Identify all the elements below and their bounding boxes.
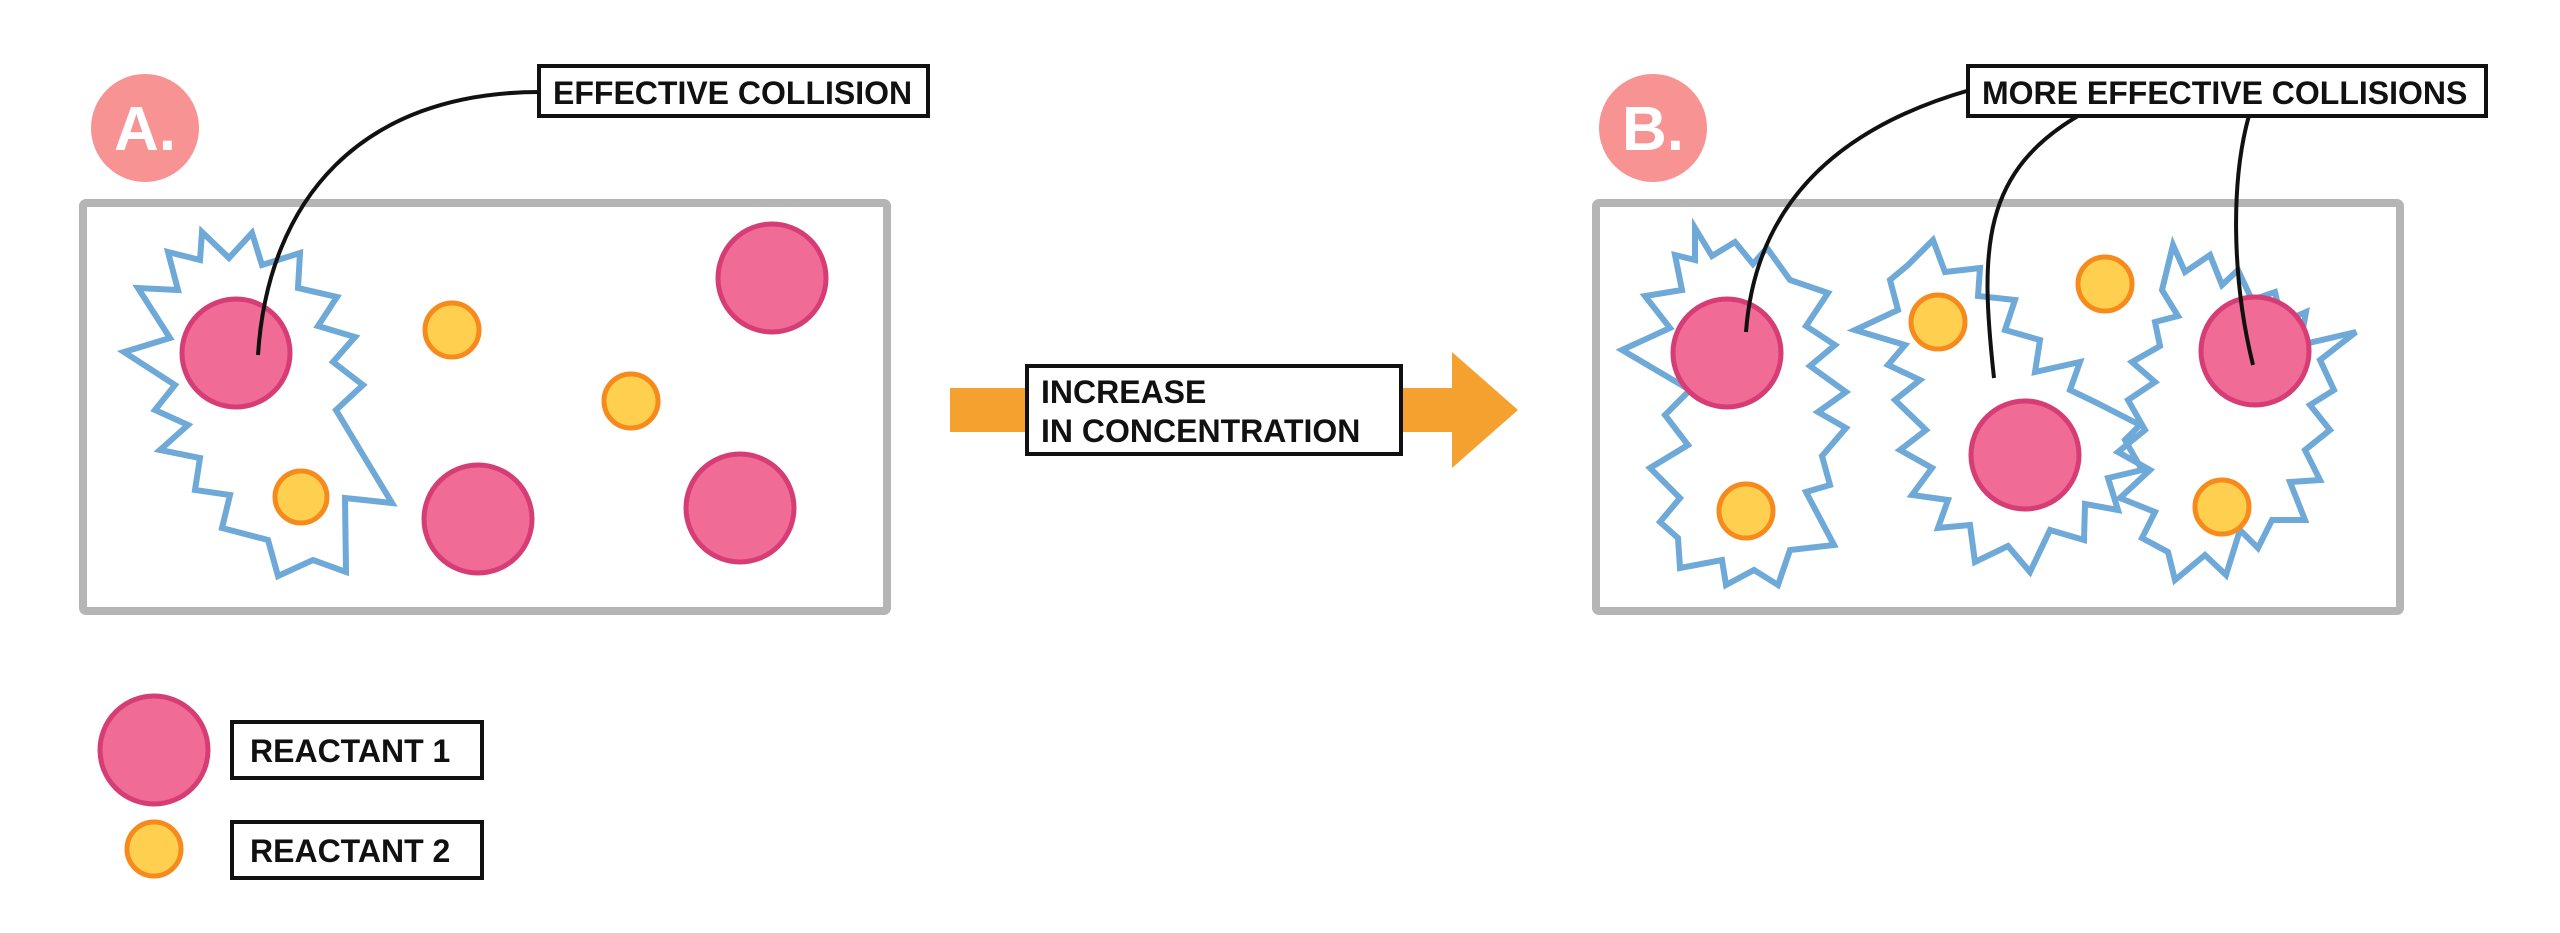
collision-burst <box>116 225 398 581</box>
callout-line-b1 <box>1744 88 1971 333</box>
reactant-2-particle <box>1908 292 1968 352</box>
badge-circle-b <box>1599 74 1707 182</box>
arrow-label-line1: INCREASE <box>1041 374 1206 410</box>
panel-a-container <box>79 199 891 615</box>
reactant-2-particle <box>422 300 482 360</box>
callout-box-a <box>537 64 930 118</box>
panel-a: A. EFFECTIVE COLLISION <box>79 64 930 615</box>
reactant-1-particle <box>2198 294 2312 408</box>
callout-line-b2 <box>1985 110 2086 379</box>
reactant-2-particle <box>2075 254 2135 314</box>
legend-label-reactant-2: REACTANT 2 <box>250 833 450 869</box>
panel-a-badge: A. <box>91 74 199 182</box>
legend-swatch-reactant-1 <box>97 693 211 807</box>
callout-line-a <box>256 90 541 356</box>
reactant-1-particle <box>1968 398 2082 512</box>
badge-circle-a <box>91 74 199 182</box>
collision-burst <box>1615 217 1852 590</box>
legend-item-reactant-1: REACTANT 1 <box>97 693 484 807</box>
callout-box-b <box>1966 64 2488 118</box>
legend-label-reactant-1: REACTANT 1 <box>250 733 450 769</box>
reactant-2-particle <box>1716 481 1776 541</box>
reactant-1-particle <box>421 462 535 576</box>
legend: REACTANT 1 REACTANT 2 <box>97 693 484 880</box>
legend-item-reactant-2: REACTANT 2 <box>124 819 484 880</box>
panel-a-letter: A. <box>114 95 176 164</box>
reactant-1-particle <box>179 296 293 410</box>
arrow-label-box <box>1025 364 1403 456</box>
reactant-1-particle <box>715 221 829 335</box>
callout-text-a: EFFECTIVE COLLISION <box>553 75 912 111</box>
callout-text-b: MORE EFFECTIVE COLLISIONS <box>1982 75 2467 111</box>
panel-b-letter: B. <box>1622 95 1684 164</box>
reactant-2-particle <box>2192 477 2252 537</box>
panel-b: B. MORE EFFECTIVE COLLISIONS <box>1592 64 2488 615</box>
concentration-arrow: INCREASE IN CONCENTRATION <box>950 352 1518 468</box>
reactant-2-particle <box>272 468 330 526</box>
reactant-1-particle <box>683 451 797 565</box>
panel-b-badge: B. <box>1599 74 1707 182</box>
reactant-2-particle <box>601 371 661 431</box>
legend-label-box-2 <box>230 820 484 880</box>
legend-swatch-reactant-2 <box>124 819 184 879</box>
legend-label-box-1 <box>230 720 484 780</box>
arrow-label-line2: IN CONCENTRATION <box>1041 413 1360 449</box>
reactant-1-particle <box>1670 296 1784 410</box>
callout-line-b3 <box>2234 111 2255 366</box>
collision-burst <box>1846 234 2147 578</box>
